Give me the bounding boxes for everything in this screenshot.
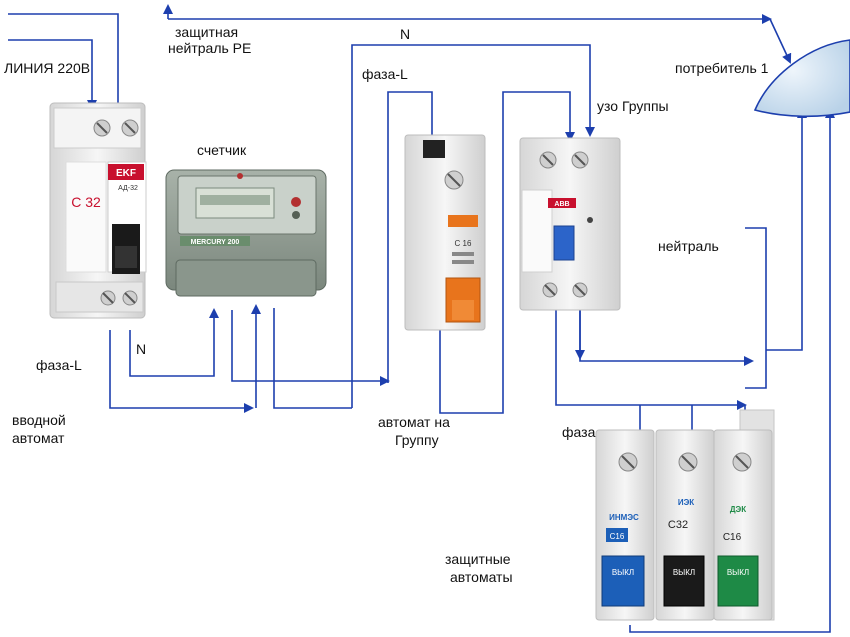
input-n-wire bbox=[129, 308, 219, 377]
phase-left-label: фаза-L bbox=[36, 357, 82, 373]
protective-label-line1: защитные bbox=[445, 551, 511, 567]
protective-label-line2: автоматы bbox=[450, 569, 513, 585]
uzo-brand: ABB bbox=[554, 201, 569, 208]
input-breaker-model: АД-32 bbox=[118, 185, 138, 192]
breaker-3-button: ВЫКЛ bbox=[727, 568, 749, 577]
meter-n-out-wire bbox=[273, 308, 352, 409]
breaker-3: ДЭК C16 ВЫКЛ bbox=[713, 429, 773, 621]
consumer-phase-wire bbox=[629, 108, 835, 633]
pe-label-line2: нейтраль PE bbox=[168, 40, 252, 56]
group-breaker: C 16 bbox=[404, 134, 486, 331]
group-breaker-label-line2: Группу bbox=[395, 432, 439, 448]
breaker-3-rating: C16 bbox=[723, 532, 742, 543]
uzo-n-out-wire bbox=[579, 310, 754, 366]
uzo-rcd: ABB bbox=[519, 137, 621, 311]
breaker-1-brand: ИНМЭС bbox=[609, 513, 639, 522]
breaker-1: ИНМЭС C16 ВЫКЛ bbox=[595, 429, 655, 621]
breaker-1-button: ВЫКЛ bbox=[612, 568, 634, 577]
input-breaker-label-line2: автомат bbox=[12, 430, 65, 446]
breaker-3-brand: ДЭК bbox=[730, 505, 746, 514]
phase-top-label: фаза-L bbox=[362, 66, 408, 82]
breaker-1-rating: C16 bbox=[610, 532, 625, 541]
n-top-wire bbox=[351, 44, 595, 408]
input-breaker-rating: C 32 bbox=[71, 194, 101, 210]
line-input-wire bbox=[8, 39, 97, 110]
meter-label: счетчик bbox=[197, 142, 247, 158]
neutral-bracket bbox=[745, 227, 767, 389]
neutral-label: нейтраль bbox=[658, 238, 719, 254]
meter-l-out-wire bbox=[231, 310, 390, 386]
input-breaker: EKF C 32 АД-32 bbox=[49, 102, 147, 319]
breaker-2-button: ВЫКЛ bbox=[673, 568, 695, 577]
breaker-2: ИЭК C32 ВЫКЛ bbox=[655, 429, 715, 621]
phase-right-label: фаза bbox=[562, 424, 596, 440]
input-breaker-brand: EKF bbox=[116, 168, 136, 179]
pe-label-line1: защитная bbox=[175, 24, 239, 40]
group-breaker-rating: C 16 bbox=[455, 239, 472, 248]
protective-breakers: ИНМЭС C16 ВЫКЛ ИЭК C32 ВЫКЛ ДЭК C16 ВЫКЛ bbox=[595, 409, 775, 621]
n-left-label: N bbox=[136, 341, 147, 357]
group-to-uzo-wire bbox=[439, 91, 575, 414]
breaker-2-brand: ИЭК bbox=[678, 498, 694, 507]
n-top-label: N bbox=[400, 26, 411, 42]
input-breaker-label-line1: вводной bbox=[12, 412, 66, 428]
line-220-label: ЛИНИЯ 220В bbox=[4, 60, 91, 76]
phase-to-group-wire bbox=[387, 91, 437, 383]
electricity-meter: MERCURY 200 bbox=[165, 169, 327, 297]
breaker-2-rating: C32 bbox=[668, 519, 688, 531]
meter-brand: MERCURY 200 bbox=[191, 239, 240, 246]
pe-wire bbox=[8, 13, 123, 114]
neutral-to-consumer bbox=[766, 108, 807, 351]
group-breaker-label-line1: автомат на bbox=[378, 414, 450, 430]
uzo-label: узо Группы bbox=[597, 98, 669, 114]
wires bbox=[8, 4, 835, 633]
consumer-label: потребитель 1 bbox=[675, 60, 769, 76]
input-l-wire bbox=[109, 330, 254, 413]
uzo-l-out-wire bbox=[555, 310, 747, 410]
consumer-lamp-icon bbox=[753, 39, 850, 118]
pe-wire-consumer bbox=[769, 18, 792, 64]
